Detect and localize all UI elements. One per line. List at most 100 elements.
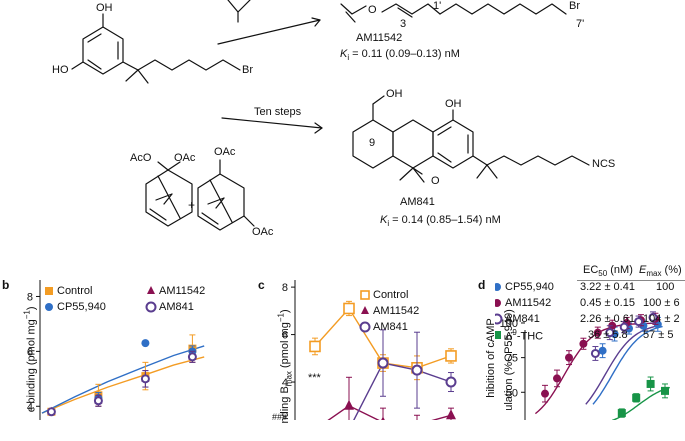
table-row-ec50: 3.22 ± 0.41 [580,281,635,293]
ten-steps-label: Ten steps [254,106,302,118]
annotation-hash: ### [272,412,288,422]
ki-value: = 0.11 (0.09–0.13) nM [349,48,460,60]
legend-marker-am841 [145,301,157,313]
point-thc [617,409,626,418]
panel-b-chart: 468 [27,280,205,420]
am841-ki: Ki = 0.14 (0.85–1.54) nM [380,214,501,228]
ki-k: K [340,48,348,60]
y-tick-label: 6 [27,346,33,358]
header-emax-unit: (%) [661,264,682,276]
top-c7p-label: 7' [576,18,585,30]
legend-marker-am11542 [147,286,155,294]
legend-marker-am11542 [495,299,501,307]
ki-sub: i [387,219,390,229]
point-control [309,340,321,353]
legend-marker-cp55940 [495,283,501,291]
table-row-name: AM841 [505,313,540,325]
top-br-label: Br [569,0,580,12]
pinene-derivatives [145,159,255,231]
thc-sup: 9 [512,328,517,337]
header-emax-sub: max [646,269,662,279]
legend-marker-am841 [359,321,371,333]
point-am841 [46,407,56,417]
point-am11542 [344,399,354,410]
fit-curve-cp55940 [592,325,663,405]
ki-sub: i [347,53,350,63]
legend-marker-control [360,290,370,300]
panel-c-chart: 468 [282,280,457,420]
y-tick-label: 75 [506,353,518,365]
point-am11542 [541,389,549,398]
legend-marker-am11542 [361,306,369,314]
table-header-emax: Emax (%) [639,264,682,278]
point-control [343,302,355,315]
point-am841 [377,357,389,369]
am841-ring-oh: OH [445,98,462,110]
y-tick-label: 50 [506,387,518,399]
legend-marker-am841 [495,313,503,325]
am841-oh-top: OH [386,88,403,100]
ki-value: = 0.14 (0.85–1.54) nM [389,214,501,226]
top-alkene-fragment [227,0,251,23]
point-am841 [634,317,644,327]
ylabel-sup: −1 [276,313,286,323]
ki-k: K [380,214,388,226]
point-am11542 [579,339,588,348]
thc-prefix: Δ [505,330,513,343]
am841-structure [352,95,590,183]
oac-label-1: OAc [174,152,196,164]
table-row-ec50: 2.26 ± 0.61 [580,313,635,325]
am11542-name: AM11542 [356,32,403,44]
point-am841 [605,328,615,338]
table-row-ec50: 36 ± 5.8 [588,329,628,341]
plus-sign: + [188,198,196,212]
legend-c-am841: AM841 [373,321,408,333]
am11542-fragment [340,3,567,23]
point-am11542 [381,416,385,420]
table-row-emax: 57 ± 5 [643,329,674,341]
header-ec50: EC [583,264,599,276]
resorcinol-oh-left: HO [52,64,69,76]
annotation-stars: *** [308,372,321,384]
point-am11542 [565,353,573,362]
line-am11542 [327,404,452,420]
point-am841 [619,322,629,332]
thc-suffix: -THC [516,330,544,343]
y-tick-label: 4 [27,401,33,413]
oac-label-3: OAc [252,226,274,238]
point-am841 [140,374,150,384]
resorcinol-br: Br [242,64,253,76]
table-row-emax: 104 ± 2 [643,313,680,325]
point-am11542 [553,374,561,383]
y-tick-label: 6 [282,330,288,342]
table-row-name: Δ9-THC [505,328,543,343]
top-c3-label: 3 [400,18,407,30]
ylabel-units: (pmol mg [279,322,292,372]
ylabel-close: ) [25,306,38,311]
legend-b-am11542: AM11542 [159,285,206,297]
resorcinol-ring [71,13,241,84]
am841-ncs: NCS [592,158,616,170]
legend-marker-thc [495,331,501,339]
point-thc [661,386,669,395]
point-cp55940 [598,346,607,355]
legend-marker-cp55940 [45,303,53,311]
legend-b-cp55940: CP55,940 [57,301,106,313]
fit-curve-cp55940 [41,345,205,414]
header-ec50-unit: (nM) [607,264,633,276]
header-emax: E [639,264,647,276]
point-am841 [93,396,103,406]
legend-b-am841: AM841 [159,301,194,313]
panel-c-letter: c [258,278,265,292]
y-tick-label: 8 [282,282,288,294]
ylabel-sub: max [284,371,294,387]
top-c1p-label: 1' [433,0,442,12]
ylabel-close: ) [279,309,292,314]
point-thc [646,379,655,388]
am841-o: O [431,175,440,187]
fit-curve-control [41,356,205,414]
header-ec50-sub: 50 [598,269,608,279]
chemistry-structures [71,0,590,231]
ylabel-sup: −1 [22,310,32,320]
resorcinol-oh-top: OH [96,2,113,14]
